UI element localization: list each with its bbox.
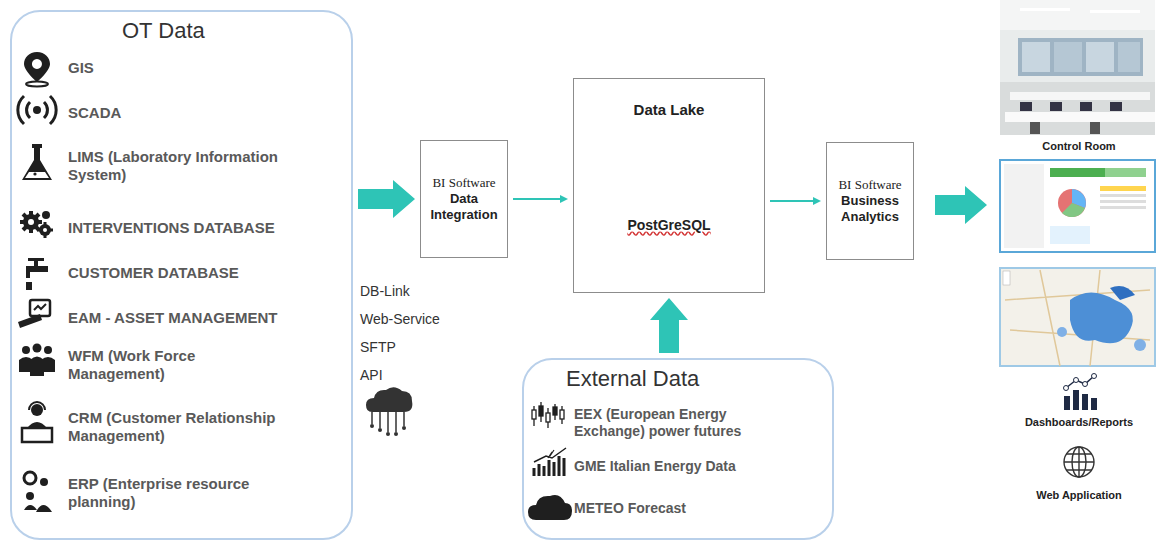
ot-icons [18,52,56,512]
panel-title: External Data [566,366,786,392]
output-caption: Control Room [1018,140,1140,152]
box-subtitle: BI Software [838,177,901,193]
control-room-photo [1000,0,1155,135]
system-name: EAM - ASSET MANAGEMENT [68,309,343,327]
panel-title: OT Data [122,18,322,44]
system-name: GIS [68,59,338,77]
system-name: CRM (Customer Relationship Management) [68,409,313,445]
source-name: GME Italian Energy Data [574,458,824,475]
system-name: LIMS (Laboratory Information System) [68,148,308,184]
output-arrow [935,186,987,224]
globe-icon [1064,447,1094,477]
system-name: WFM (Work Force Management) [68,347,268,383]
system-name: ERP (Enterprise resource planning) [68,475,278,511]
output-caption: Web Application [1006,489,1152,501]
box-title: Data Integration [429,191,499,223]
process-box: BI SoftwareBusiness Analytics [826,142,914,260]
dashboard-icon [1064,374,1098,411]
source-name: METEO Forecast [574,500,824,517]
flow-arrow [650,298,688,353]
system-name: CUSTOMER DATABASE [68,264,343,282]
box-subtitle: BI Software [432,175,495,191]
connector-arrow [513,195,568,203]
box-title: Data Lake [574,101,764,118]
database-name: PostGreSQL [574,217,764,233]
external-icons [528,402,572,520]
storage-box: Data LakePostGreSQL [573,78,765,293]
process-box: BI SoftwareData Integration [420,140,508,258]
system-name: SCADA [68,104,338,122]
source-panel: OT DataGIS SCADA LIMS (Laboratory Informat… [10,10,353,540]
map-screenshot [1000,268,1155,366]
source-name: EEX (European Energy Exchange) power fut… [574,406,799,440]
protocol-label: API [360,367,383,383]
protocol-label: DB-Link [360,283,410,299]
protocol-label: Web-Service [360,311,440,327]
cloud-network-icon [366,387,412,436]
flow-arrow [358,180,415,218]
protocol-label: SFTP [360,339,396,355]
output-caption: Dashboards/Reports [1006,416,1152,428]
source-panel: External DataEEX (European Energy Exchan… [522,358,834,540]
connector-arrow [770,197,821,205]
system-name: INTERVENTIONS DATABASE [68,219,343,237]
box-title: Business Analytics [835,193,905,225]
dashboard-screenshot [1000,160,1155,252]
